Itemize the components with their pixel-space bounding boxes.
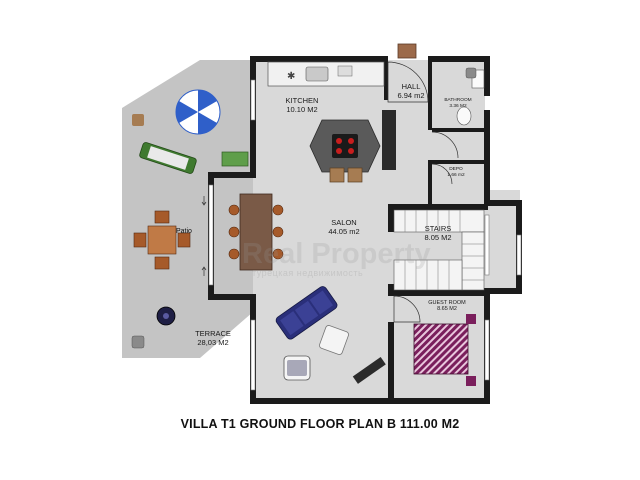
- room-name: GUEST ROOM: [428, 300, 466, 306]
- planters: [131, 67, 477, 349]
- entrance-mat: [397, 43, 417, 59]
- terrace-deck: [122, 60, 253, 358]
- planter: [221, 151, 249, 167]
- room-area: 1.66 m2: [447, 172, 465, 178]
- kitchen-island: [309, 119, 381, 173]
- kitchen-counter: ✱: [267, 61, 385, 87]
- sun-lounger: [139, 142, 197, 174]
- sofa: [275, 286, 338, 340]
- room-label-salon: SALON 44.05 m2: [322, 218, 366, 236]
- room-area: 6.94 m2: [397, 90, 425, 100]
- room-name: BATHROOM: [444, 98, 472, 103]
- room-label-stairs: STAIRS 8.05 M2: [416, 224, 460, 242]
- umbrella-icon: [175, 89, 221, 135]
- armchair: [283, 355, 311, 381]
- interior-walls: [384, 60, 488, 400]
- room-label-kitchen: KITCHEN 10.10 M2: [282, 96, 322, 114]
- guest-bed: [413, 314, 476, 386]
- grill-icon: [156, 306, 176, 326]
- patio-table-set: [133, 210, 191, 270]
- svg-text:✱: ✱: [287, 71, 295, 82]
- sliding-door-arrows: [201, 196, 207, 276]
- door-swings: [387, 61, 459, 323]
- side-table: [132, 114, 144, 126]
- bar-stools: [329, 167, 363, 183]
- watermark-brand: Real Property: [242, 238, 431, 270]
- dining-set: [228, 193, 284, 271]
- windows: [208, 79, 522, 391]
- stairs-steps: [393, 209, 485, 291]
- side-bench: [352, 356, 386, 384]
- patio-label: Patio: [176, 228, 192, 235]
- room-area: 10.10 M2: [286, 104, 318, 114]
- room-name: KITCHEN: [285, 96, 319, 105]
- room-area: 8.65 M2: [437, 306, 457, 313]
- room-label-hall: HALL 6.94 m2: [393, 82, 429, 100]
- stairs-treads: [404, 210, 484, 290]
- watermark-tagline: турецкая недвижимость: [252, 268, 364, 278]
- room-area: 44.05 m2: [328, 226, 360, 236]
- room-label-terrace: TERRACE 28,03 M2: [190, 329, 236, 347]
- room-name: TERRACE: [195, 329, 231, 338]
- room-area: 3.36 M2: [449, 103, 467, 109]
- tall-cabinet: [382, 110, 396, 170]
- room-area: 28,03 M2: [197, 337, 229, 347]
- room-area: 8.05 M2: [424, 232, 452, 242]
- plan-title: VILLA T1 GROUND FLOOR PLAN B 111.00 M2: [180, 417, 460, 431]
- room-name: HALL: [401, 82, 421, 91]
- room-label-guest-room: GUEST ROOM 8.65 M2: [424, 300, 470, 313]
- coffee-table: [319, 325, 349, 355]
- room-label-depo: DEPO 1.66 m2: [440, 167, 472, 178]
- room-name: STAIRS: [424, 224, 452, 233]
- room-name: SALON: [331, 218, 357, 227]
- room-label-bathroom: BATHROOM 3.36 M2: [436, 98, 480, 109]
- room-name: DEPO: [449, 167, 463, 172]
